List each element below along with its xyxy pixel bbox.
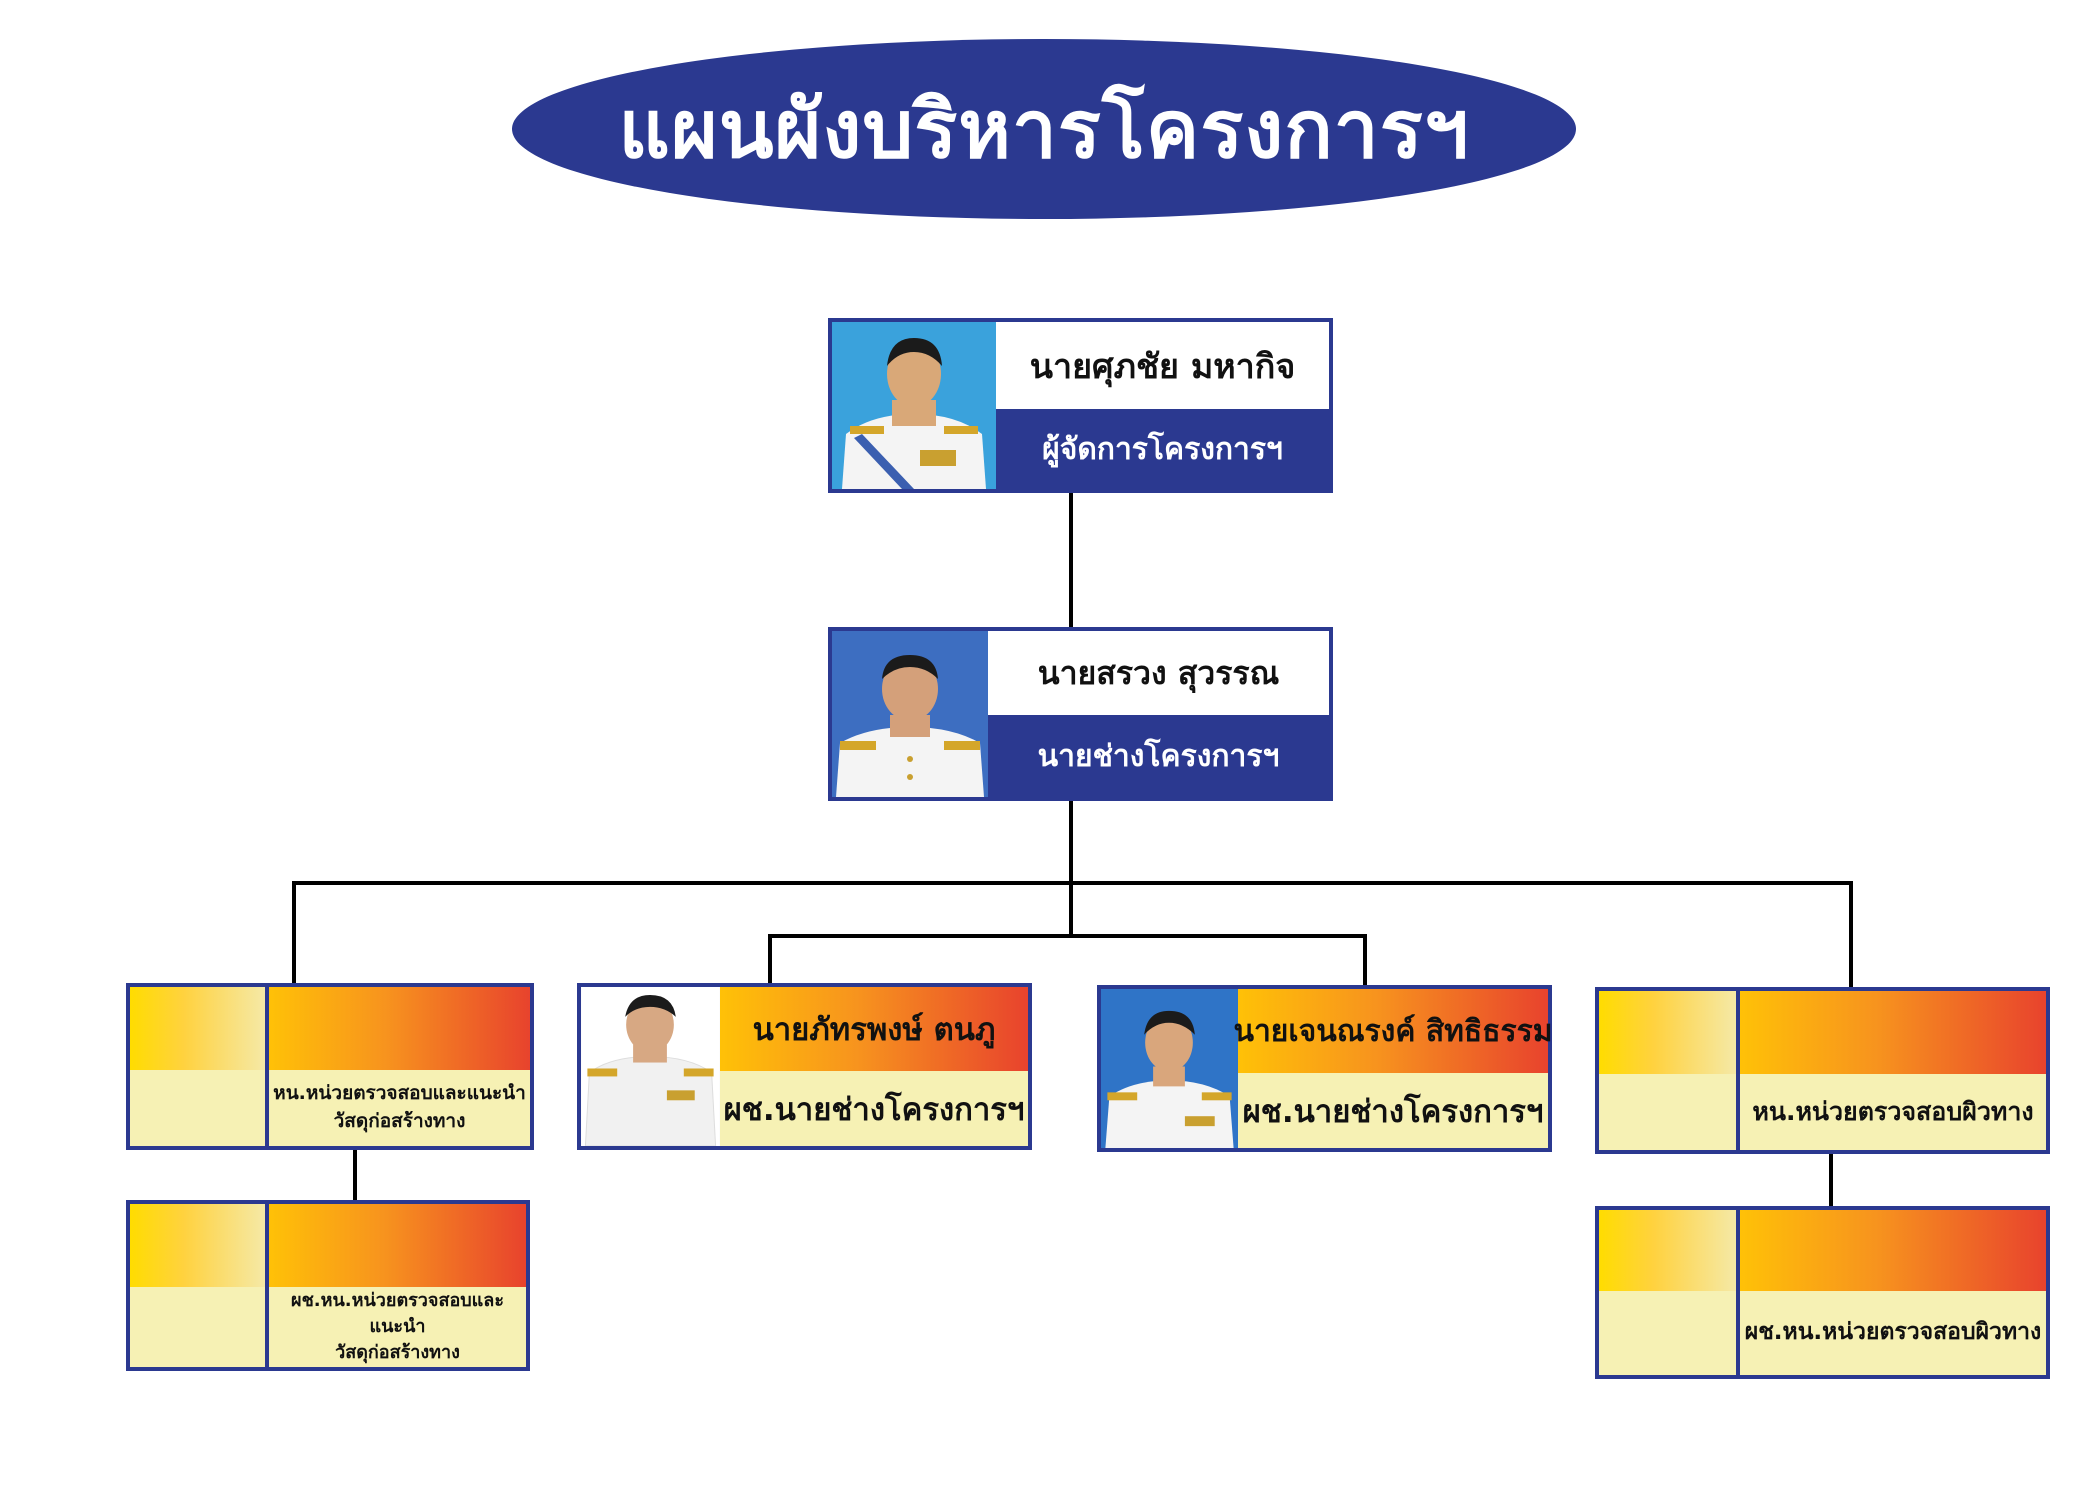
photo-placeholder-lower: [130, 1070, 265, 1146]
assistant-1-name: นายภัทรพงษ์ ตนภู: [720, 987, 1028, 1071]
person-photo-icon: [581, 987, 720, 1146]
photo-placeholder-lower: [130, 1287, 265, 1367]
assistant-2-name: นายเจนณรงค์ สิทธิธรรม: [1233, 989, 1553, 1073]
right-unit-1-role: หน.หน่วยตรวจสอบผิวทาง: [1740, 1074, 2046, 1150]
photo-placeholder: [130, 1204, 265, 1287]
photo-placeholder: [1599, 1210, 1736, 1291]
left-unit-1-role: หน.หน่วยตรวจสอบและแนะนำ วัสดุก่อสร้างทาง: [269, 1070, 530, 1146]
right-unit-1-role-line1: หน.หน่วยตรวจสอบผิวทาง: [1752, 1096, 2034, 1126]
manager-card: นายศุภชัย มหากิจ ผู้จัดการโครงการฯ: [828, 318, 1333, 493]
photo-placeholder-lower: [1599, 1291, 1736, 1375]
right-unit-card-1: หน.หน่วยตรวจสอบผิวทาง: [1595, 987, 2050, 1154]
right-unit-2-role-line1: ผช.หน.หน่วยตรวจสอบผิวทาง: [1744, 1319, 2042, 1346]
assistant-2-role: ผช.นายช่างโครงการฯ: [1238, 1073, 1548, 1148]
left-unit-2-role-line1: ผช.หน.หน่วยตรวจสอบและแนะนำ: [291, 1289, 504, 1337]
person-photo-icon: [832, 631, 988, 797]
assistant-card-2: นายเจนณรงค์ สิทธิธรรม ผช.นายช่างโครงการฯ: [1097, 985, 1553, 1152]
name-placeholder: [1740, 1210, 2046, 1291]
manager-name: นายศุภชัย มหากิจ: [1029, 346, 1296, 387]
person-photo-icon: [832, 322, 996, 489]
divider: [265, 987, 269, 1146]
engineer-card: นายสรวง สุวรรณ นายช่างโครงการฯ: [828, 627, 1333, 801]
photo-placeholder-lower: [1599, 1074, 1736, 1150]
assistant-1-role: ผช.นายช่างโครงการฯ: [720, 1071, 1028, 1146]
right-unit-2-role: ผช.หน.หน่วยตรวจสอบผิวทาง: [1740, 1291, 2046, 1375]
engineer-role: นายช่างโครงการฯ: [988, 715, 1329, 797]
name-placeholder: [1740, 991, 2046, 1074]
connector-inner-branch: [768, 934, 1367, 985]
manager-role: ผู้จัดการโครงการฯ: [996, 409, 1329, 489]
name-placeholder: [269, 987, 530, 1070]
divider: [265, 1204, 269, 1367]
right-unit-card-2: ผช.หน.หน่วยตรวจสอบผิวทาง: [1595, 1206, 2050, 1379]
photo-placeholder: [130, 987, 265, 1070]
left-unit-2-role-line2: วัสดุก่อสร้างทาง: [335, 1342, 460, 1364]
left-unit-1-role-line2: วัสดุก่อสร้างทาง: [333, 1110, 466, 1132]
chart-title: แผนผังบริหารโครงการฯ: [618, 82, 1470, 176]
assistant-card-1: นายภัทรพงษ์ ตนภู ผช.นายช่างโครงการฯ: [577, 983, 1032, 1150]
left-unit-card-2: ผช.หน.หน่วยตรวจสอบและแนะนำ วัสดุก่อสร้าง…: [126, 1200, 530, 1371]
engineer-name: นายสรวง สุวรรณ: [1037, 653, 1280, 692]
chart-title-banner: แผนผังบริหารโครงการฯ: [512, 39, 1576, 219]
left-unit-2-role: ผช.หน.หน่วยตรวจสอบและแนะนำ วัสดุก่อสร้าง…: [269, 1287, 526, 1367]
connector-outer-branch: [292, 881, 1853, 988]
person-photo-icon: [1101, 989, 1238, 1148]
divider: [1736, 1210, 1740, 1375]
divider: [1736, 991, 1740, 1150]
name-placeholder: [269, 1204, 526, 1287]
photo-placeholder: [1599, 991, 1736, 1074]
left-unit-card-1: หน.หน่วยตรวจสอบและแนะนำ วัสดุก่อสร้างทาง: [126, 983, 534, 1150]
left-unit-1-role-line1: หน.หน่วยตรวจสอบและแนะนำ: [273, 1082, 526, 1105]
